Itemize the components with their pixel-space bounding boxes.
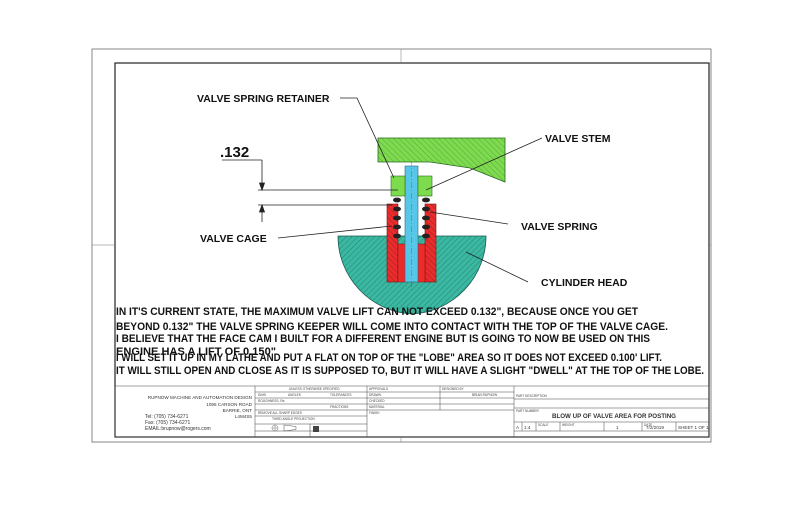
company-address-2: BARRIE, ONT xyxy=(223,408,253,413)
tiny-checked: CHECKED xyxy=(369,399,385,403)
company-address-1: 1095 CARSON ROAD xyxy=(206,402,252,407)
label-valve-spring-retainer: VALVE SPRING RETAINER xyxy=(197,93,330,105)
leader-spring xyxy=(429,211,509,225)
note-line: IT WILL STILL OPEN AND CLOSE AS IT IS SU… xyxy=(116,365,704,377)
notes-block: IN IT'S CURRENT STATE, THE MAXIMUM VALVE… xyxy=(116,306,704,377)
tiny-general: UNLESS OTHERWISE SPECIFIED xyxy=(289,387,340,391)
drawing-title: BLOW UP OF VALVE AREA FOR POSTING xyxy=(552,413,676,420)
title-block-main: BLOW UP OF VALVE AREA FOR POSTING A 1:4 … xyxy=(516,413,709,430)
tiny-third-angle: THIRD ANGLE PROJECTION xyxy=(272,417,315,421)
tiny-part-number: PART NUMBER xyxy=(516,409,540,413)
leader-cage xyxy=(277,225,393,239)
sheet-rev: 1 xyxy=(616,425,619,430)
third-angle-symbol xyxy=(271,424,297,432)
title-block-tolerances: UNLESS OTHERWISE SPECIFIED DIMS ANGLES T… xyxy=(258,387,652,432)
valve-spring-retainer xyxy=(390,175,433,197)
sheet-size: A xyxy=(516,425,520,430)
rocker-arm xyxy=(377,137,506,183)
sheet-number: SHEET 1 OF 1 xyxy=(678,425,709,430)
tiny-finish: FINISH xyxy=(369,411,380,415)
note-line: IN IT'S CURRENT STATE, THE MAXIMUM VALVE… xyxy=(116,306,638,318)
tiny-dims: DIMS xyxy=(258,393,266,397)
sheet-outer-border xyxy=(91,48,712,443)
sheet-date: 7/2/2019 xyxy=(646,425,664,430)
valve-stem xyxy=(404,160,419,290)
tiny-date: DATE xyxy=(644,423,652,427)
dimension-132 xyxy=(222,159,398,222)
note-line: ENGINE HAS A LIFT OF 0.150" xyxy=(116,346,276,358)
note-line: BEYOND 0.132" THE VALVE SPRING KEEPER WI… xyxy=(116,321,668,333)
company-postal: L4M4S5 xyxy=(235,414,253,419)
label-cylinder-head: CYLINDER HEAD xyxy=(541,277,628,289)
title-block xyxy=(114,385,710,438)
tiny-designer: BRIAN RUPNOW xyxy=(472,393,497,397)
leader-retainer xyxy=(340,97,395,179)
valve-cage xyxy=(386,203,437,283)
valve-spring xyxy=(393,197,430,239)
company-fax: Fax: (705) 734-6271 xyxy=(145,420,191,426)
tiny-part-desc: PART DESCRIPTION xyxy=(516,394,548,398)
weld-symbol xyxy=(313,426,319,432)
label-valve-cage: VALVE CAGE xyxy=(200,233,267,245)
tiny-approvals: APPROVALS xyxy=(369,387,388,391)
note-line: I WILL SET IT UP IN MY LATHE AND PUT A F… xyxy=(116,352,662,364)
label-valve-stem: VALVE STEM xyxy=(545,133,611,145)
tiny-remove: REMOVE ALL SHARP EDGES xyxy=(258,411,302,415)
sheet-scale: 1:4 xyxy=(524,425,531,430)
note-line: I BELIEVE THAT THE FACE CAM I BUILT FOR … xyxy=(116,333,650,345)
leader-stem xyxy=(425,137,543,191)
company-email: EMAIL:brupnow@rogers.com xyxy=(145,426,211,432)
tiny-tolerance: TOLERANCES xyxy=(330,393,352,397)
tiny-drawn: DRAWN xyxy=(369,393,382,397)
leader-lines xyxy=(277,97,543,283)
company-tel: Tel: (705) 734-6271 xyxy=(145,414,189,420)
tiny-roughness: ROUGHNESS, Ra xyxy=(258,399,285,403)
tiny-designed: DESIGNED BY xyxy=(442,387,465,391)
tiny-scale: SCALE xyxy=(538,423,548,427)
tiny-fractions: FRACTIONS xyxy=(330,405,348,409)
tiny-angles: ANGLES xyxy=(288,393,301,397)
title-block-company: RUPNOW MACHINE AND AUTOMATION DESIGN 109… xyxy=(145,395,253,432)
tiny-material: MATERIAL xyxy=(369,405,385,409)
company-name: RUPNOW MACHINE AND AUTOMATION DESIGN xyxy=(148,395,252,400)
label-valve-spring: VALVE SPRING xyxy=(521,221,598,233)
leader-head xyxy=(465,251,529,283)
tiny-weight: WEIGHT xyxy=(562,423,575,427)
label-dimension: .132 xyxy=(220,144,249,161)
